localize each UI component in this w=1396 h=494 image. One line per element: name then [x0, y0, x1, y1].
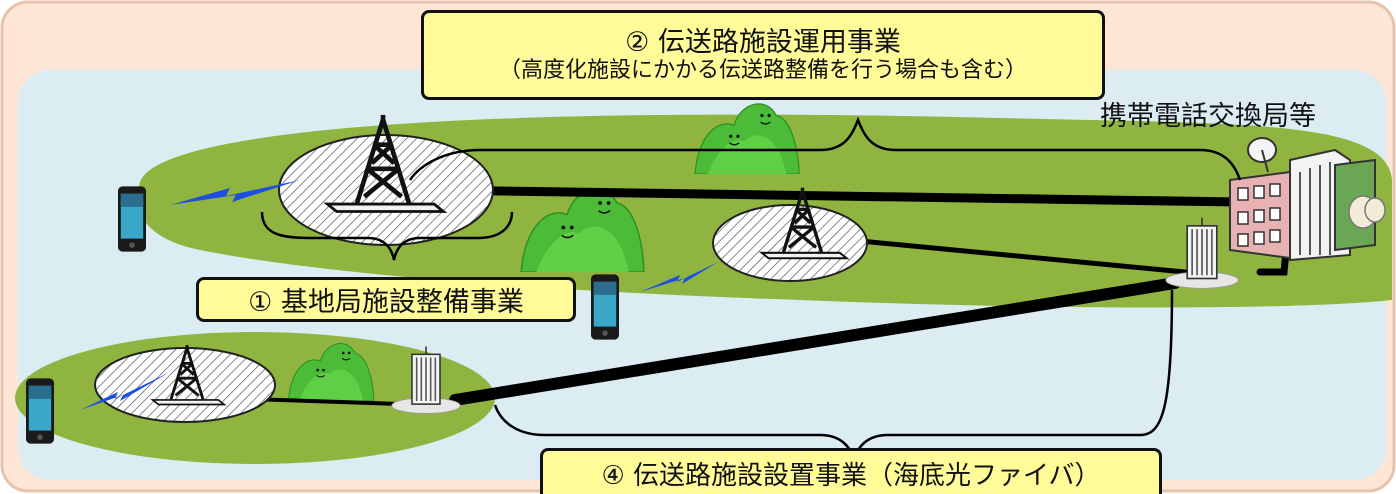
project-4-label: ④ 伝送路施設設置事業（海底光ファイバ） [540, 448, 1162, 494]
radio-wave-icons [80, 180, 718, 410]
mobile-phone-icon [118, 186, 146, 252]
mobile-phone-icon [26, 378, 54, 444]
project-1-label: ① 基地局施設整備事業 [196, 277, 576, 322]
project-2-note: （高度化施設にかかる伝送路整備を行う場合も含む） [498, 57, 1027, 83]
mobile-phone-icon [591, 274, 619, 340]
project-2-label: ② 伝送路施設運用事業 （高度化施設にかかる伝送路整備を行う場合も含む） [421, 10, 1105, 100]
base-station-2 [712, 185, 868, 282]
base-station-3 [94, 345, 276, 423]
switching-station-label: 携帯電話交換局等 [1100, 101, 1316, 132]
switching-station-icon [1229, 137, 1386, 262]
project-2-title: ② 伝送路施設運用事業 [625, 26, 901, 58]
